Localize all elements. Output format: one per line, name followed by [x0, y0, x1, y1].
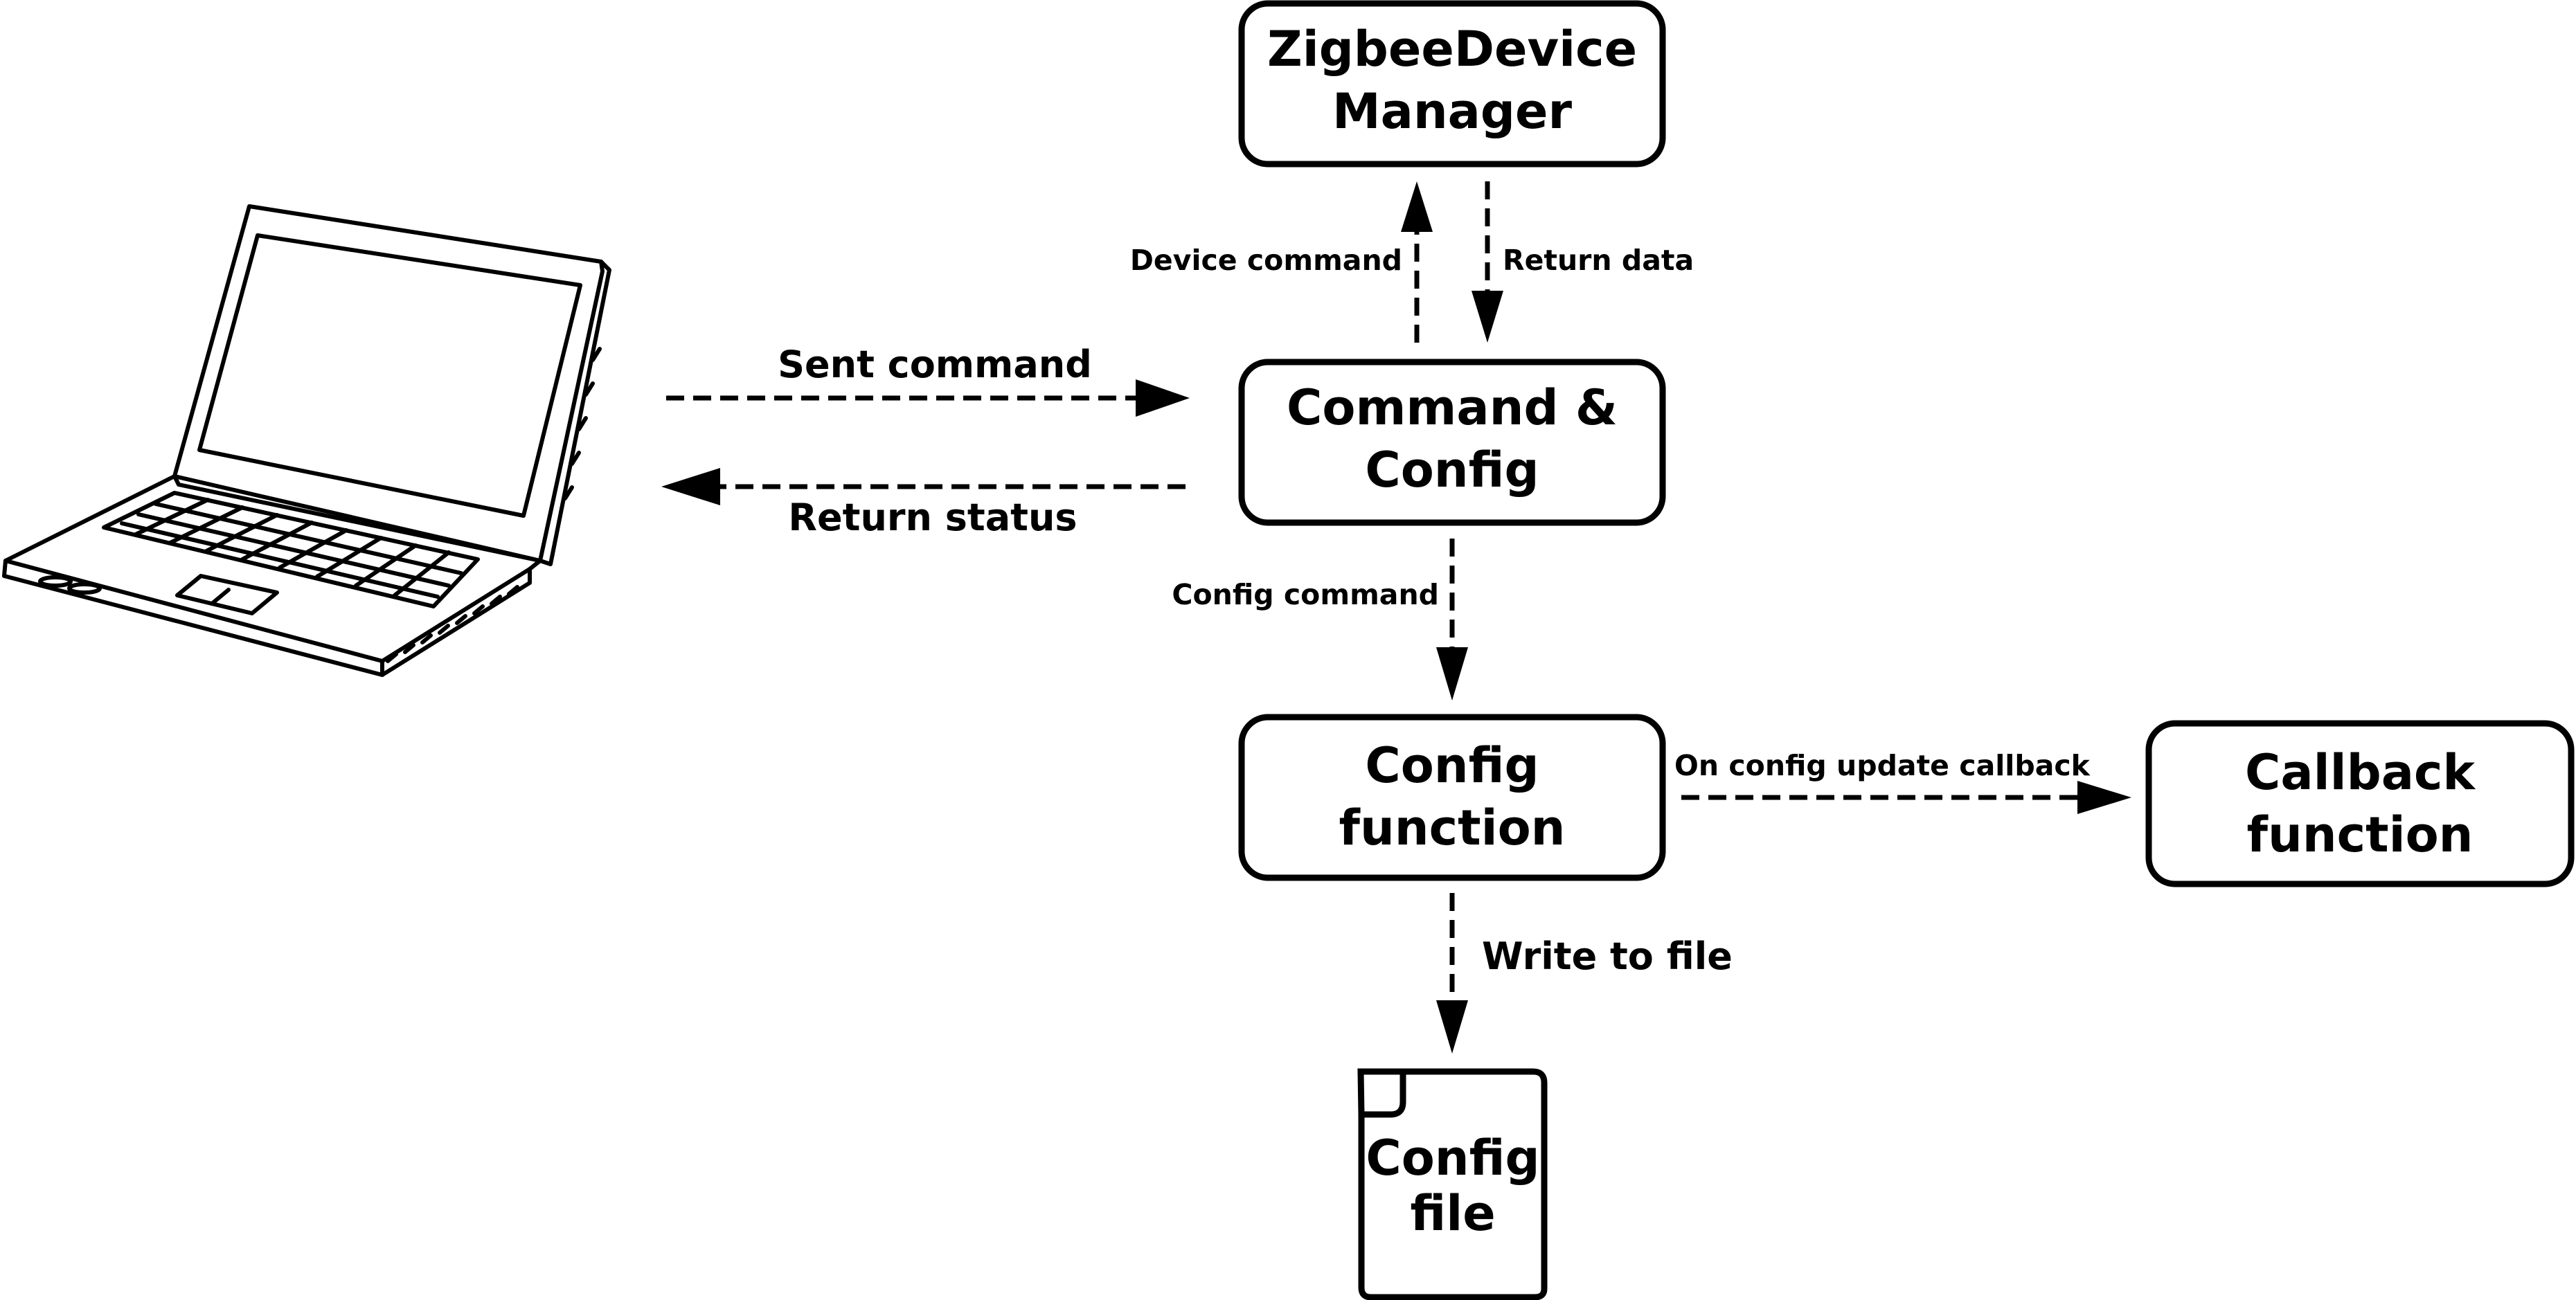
command-config-box: Command & Config: [1238, 359, 1666, 526]
edge-write-to-file: Write to file: [1436, 893, 1733, 1054]
config-function-box: Config function: [1238, 714, 1666, 881]
config-function-line1: Config: [1365, 737, 1539, 794]
edge-return-status: Return status: [661, 468, 1186, 539]
on-config-update-label: On config update callback: [1674, 749, 2091, 782]
laptop-icon: [2, 204, 611, 677]
command-box-line2: Config: [1365, 442, 1539, 498]
edge-config-command: Config command: [1172, 539, 1468, 701]
zigbee-box-line2: Manager: [1332, 83, 1573, 140]
sent-command-label: Sent command: [778, 343, 1092, 386]
device-command-label: Device command: [1130, 244, 1402, 277]
callback-function-box: Callback function: [2145, 720, 2575, 887]
callback-line2: function: [2247, 806, 2474, 863]
config-file-icon: Config file: [1357, 1068, 1548, 1300]
edge-return-data: Return data: [1472, 181, 1694, 343]
write-to-file-label: Write to file: [1482, 935, 1733, 978]
return-status-label: Return status: [788, 496, 1077, 539]
config-file-line2: file: [1410, 1185, 1495, 1242]
edge-on-config-update: On config update callback: [1674, 749, 2131, 814]
callback-line1: Callback: [2245, 744, 2476, 801]
zigbee-device-manager-box: ZigbeeDevice Manager: [1238, 0, 1666, 168]
zigbee-box-line1: ZigbeeDevice: [1267, 21, 1637, 78]
config-file-line1: Config: [1366, 1130, 1539, 1186]
config-function-line2: function: [1339, 800, 1566, 856]
command-box-line1: Command &: [1287, 379, 1618, 436]
edge-device-command: Device command: [1130, 181, 1433, 343]
return-data-label: Return data: [1503, 244, 1694, 277]
edge-sent-command: Sent command: [666, 343, 1190, 417]
config-command-label: Config command: [1172, 578, 1439, 611]
